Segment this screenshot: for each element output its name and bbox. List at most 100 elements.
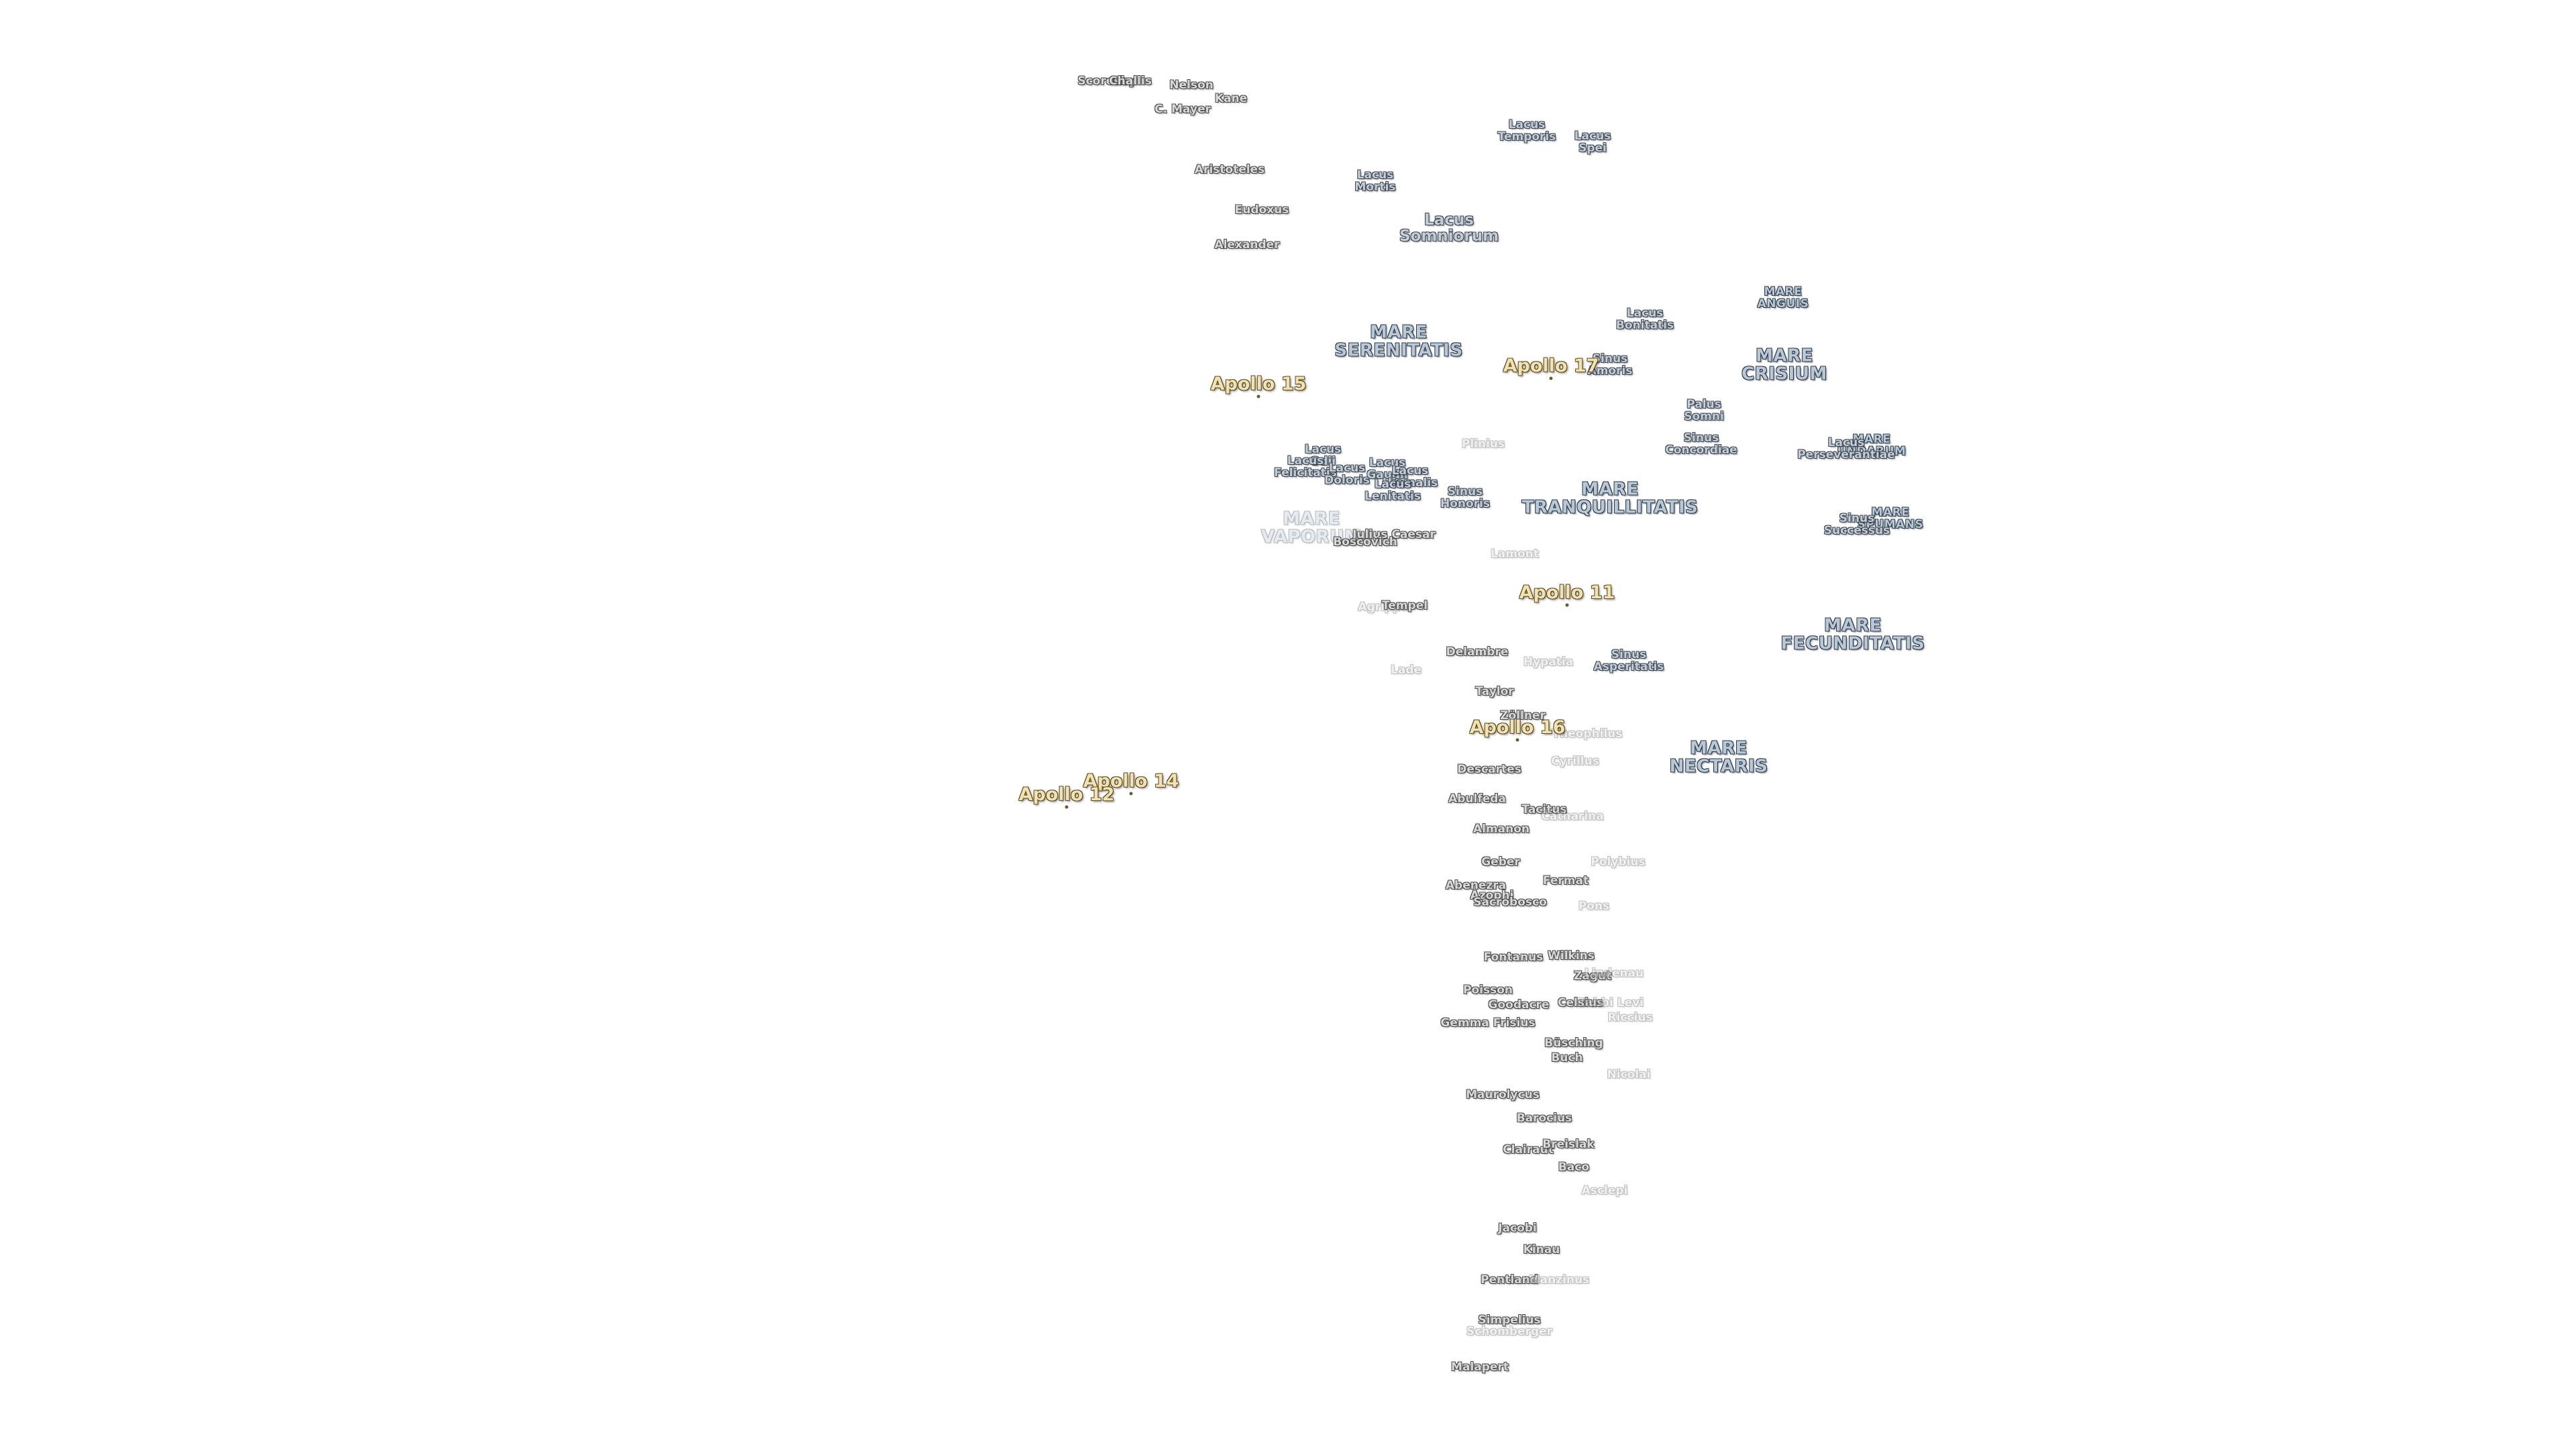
crater-plinius: Plinius bbox=[1461, 437, 1505, 451]
crater-label-line: Jacobi bbox=[1498, 1222, 1537, 1236]
feature-label-line: Lacus bbox=[1328, 462, 1366, 476]
crater-label-line: Lamont bbox=[1491, 547, 1539, 561]
feature-label-line: Amoris bbox=[1587, 364, 1633, 378]
crater-taylor: Taylor bbox=[1475, 686, 1513, 698]
mare-label-line: MARE bbox=[1581, 479, 1639, 500]
feature-label-line: Lacus bbox=[1626, 307, 1664, 321]
crater-label-line: Geber bbox=[1481, 855, 1520, 869]
crater-eudoxus: Eudoxus bbox=[1234, 203, 1289, 217]
feature-label-line: Perseverantiae bbox=[1797, 448, 1895, 462]
crater-jacobi: Jacobi bbox=[1498, 1222, 1537, 1236]
crater-label-line: Celsius bbox=[1558, 996, 1603, 1010]
crater-pentland: Pentland bbox=[1481, 1273, 1538, 1287]
feature-label-line: Sinus bbox=[1683, 431, 1719, 445]
crater-nelson: Nelson bbox=[1169, 79, 1214, 92]
crater-lindenau: Lindenau bbox=[1585, 967, 1644, 980]
crater-goodacre: Goodacre bbox=[1488, 998, 1550, 1012]
crater-label-line: Maurolycus bbox=[1466, 1088, 1540, 1102]
crater-label-line: Plinius bbox=[1461, 437, 1505, 451]
mare-label-line: MARE bbox=[1871, 506, 1910, 520]
crater-label-line: C. Mayer bbox=[1155, 103, 1211, 117]
crater-scoresby: Scoresby bbox=[1077, 74, 1136, 89]
landing-site-marker-icon bbox=[1065, 805, 1069, 809]
crater-clairaut: Clairaut bbox=[1503, 1144, 1554, 1157]
crater-cyrillus: Cyrillus bbox=[1551, 755, 1599, 769]
feature-label-line: Lenitatis bbox=[1364, 490, 1421, 503]
crater-buch: Buch bbox=[1551, 1052, 1582, 1065]
crater-label-line: Goodacre bbox=[1488, 998, 1550, 1012]
feature-label-line: Gaudii bbox=[1366, 468, 1408, 482]
crater-label-line: Pentland bbox=[1481, 1273, 1538, 1287]
mare-label-line: MARE bbox=[1764, 285, 1803, 299]
feature-label-line: Sinus bbox=[1592, 352, 1628, 366]
crater-label-line: Cyrillus bbox=[1551, 755, 1599, 769]
crater-label-line: Julius Caesar bbox=[1352, 528, 1436, 542]
feature-label-line: Lacus bbox=[1287, 454, 1324, 468]
crater-label-line: Alexander bbox=[1214, 238, 1280, 252]
feature-label-line: Doloris bbox=[1324, 474, 1370, 487]
landing-site-marker-icon bbox=[1549, 376, 1553, 380]
crater-label-line: Breislak bbox=[1542, 1138, 1595, 1152]
mare-label-line: CRISIUM bbox=[1741, 364, 1827, 384]
crater-label-line: Kinau bbox=[1523, 1243, 1560, 1257]
landing-site-label-line: Apollo 16 bbox=[1469, 716, 1566, 738]
crater-label-line: Eudoxus bbox=[1234, 203, 1289, 217]
crater-julius-caesar: Julius Caesar bbox=[1352, 529, 1436, 541]
feature-label-line: Felicitatis bbox=[1274, 466, 1337, 480]
crater-label-line: Azophi bbox=[1470, 889, 1514, 903]
crater-label-line: Tempel bbox=[1381, 599, 1428, 613]
crater-label-line: Malapert bbox=[1451, 1360, 1509, 1375]
crater-label-line: Descartes bbox=[1457, 763, 1521, 777]
crater-label-line: Abulfeda bbox=[1448, 792, 1506, 806]
feature-label-line: Lacus bbox=[1424, 211, 1474, 229]
crater-zollner: Zöllner bbox=[1500, 710, 1546, 722]
crater-delambre: Delambre bbox=[1446, 645, 1509, 659]
feature-label-line: Successus bbox=[1823, 524, 1890, 537]
feature-label-line: Temporis bbox=[1497, 130, 1556, 144]
crater-lamont: Lamont bbox=[1491, 547, 1539, 561]
crater-breislak: Breislak bbox=[1542, 1138, 1595, 1152]
mare-label-line: TRANQUILLITATIS bbox=[1521, 498, 1699, 518]
crater-label-line: Abenezra bbox=[1445, 879, 1507, 893]
crater-celsius: Celsius bbox=[1558, 996, 1603, 1010]
feature-label-line: Lacus bbox=[1374, 478, 1411, 492]
feature-label-line: Mortis bbox=[1354, 180, 1396, 194]
feature-label-line: Lacus bbox=[1574, 129, 1611, 144]
crater-kane: Kane bbox=[1215, 93, 1247, 105]
crater-aristoteles: Aristoteles bbox=[1195, 164, 1265, 176]
crater-label-line: Wilkins bbox=[1548, 949, 1595, 963]
feature-label-line: Lacus bbox=[1304, 443, 1342, 457]
feature-label-line: Lacus bbox=[1391, 464, 1429, 478]
crater-label-line: Rabbi Levi bbox=[1576, 996, 1644, 1010]
landing-site-apollo-14: Apollo 14 bbox=[1083, 771, 1179, 791]
landing-site-marker-icon bbox=[1565, 603, 1569, 607]
mare-label-line: SERENITATIS bbox=[1334, 341, 1463, 361]
crater-label-line: Schomberger bbox=[1466, 1325, 1552, 1339]
crater-boscovich: Boscovich bbox=[1333, 536, 1397, 549]
landing-site-apollo-17: Apollo 17 bbox=[1503, 356, 1599, 376]
feature-label-line: Somni bbox=[1684, 410, 1724, 423]
crater-label-line: Delambre bbox=[1446, 645, 1509, 659]
crater-fontanus: Fontanus bbox=[1484, 951, 1544, 964]
crater-label-line: Zöllner bbox=[1500, 709, 1546, 723]
crater-catharina: Catharina bbox=[1541, 810, 1603, 823]
crater-label-line: Scoresby bbox=[1077, 74, 1136, 89]
crater-abulfeda: Abulfeda bbox=[1448, 792, 1506, 806]
landing-site-apollo-12: Apollo 12 bbox=[1019, 785, 1115, 804]
mare-label-line: MARE bbox=[1852, 433, 1891, 447]
crater-geber: Geber bbox=[1481, 855, 1520, 869]
crater-zagut: Zagut bbox=[1574, 970, 1611, 983]
mare-label-line: ANGUIS bbox=[1757, 297, 1809, 311]
crater-maurolycus: Maurolycus bbox=[1466, 1089, 1540, 1102]
